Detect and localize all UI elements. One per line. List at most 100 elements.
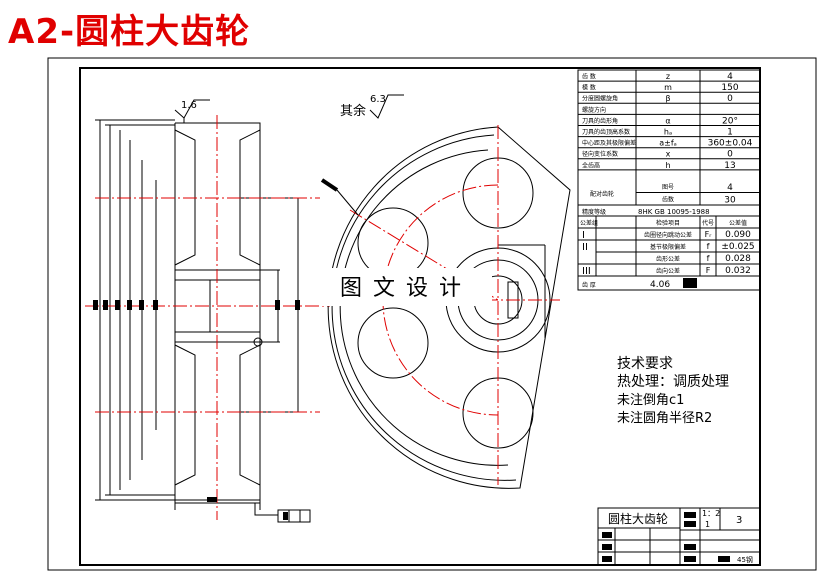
tb-sheet: 3 [736, 515, 742, 526]
tb-part-name: 圆柱大齿轮 [608, 511, 668, 526]
tol-value: 0.028 [725, 254, 751, 264]
bore [209, 279, 261, 333]
dim-marker [115, 300, 120, 310]
accuracy-label: 精度等级 [582, 208, 606, 216]
section-view [95, 99, 311, 523]
tol-item: 齿向公差 [656, 267, 680, 275]
param-symbol: m [664, 83, 672, 92]
param-name: 刀具的齿顶高系数 [582, 128, 630, 136]
param-value: 360±0.04 [708, 139, 753, 149]
tb-mark [602, 544, 612, 550]
param-value: 1 [727, 128, 733, 138]
left-web-lower [174, 344, 196, 486]
finish-general-label: 其余 [340, 103, 366, 119]
finish-value-top: 1.6 [181, 100, 197, 111]
param-symbol: z [666, 72, 670, 81]
dim-marker [127, 300, 132, 310]
finish-symbol-top [174, 99, 210, 119]
mating-gear-label: 配对齿轮 [590, 190, 614, 198]
param-value: 13 [724, 161, 735, 171]
tb-material: 45钢 [737, 555, 753, 564]
tol-header-value: 公差值 [729, 219, 747, 227]
param-symbol: hₐ [664, 128, 672, 137]
outer-frame [47, 57, 817, 571]
web-hole-3 [357, 307, 429, 379]
param-value: 0 [727, 94, 733, 104]
tb-mark [602, 532, 612, 538]
tb-mark [684, 544, 696, 550]
param-name: 刀具的齿形角 [582, 117, 618, 125]
tol-header-group: 公差组 [580, 219, 598, 227]
geometric-tolerance-box [277, 509, 311, 523]
param-name: 齿 数 [582, 73, 596, 81]
rim-outline [174, 122, 261, 501]
dim-marker [283, 512, 288, 520]
tb-qty: 1 [705, 520, 710, 529]
stamp-bg [322, 268, 492, 306]
gear-outer-arc [327, 126, 571, 489]
gear-root-arc [331, 134, 517, 481]
param-name: 分度圆螺旋角 [582, 95, 618, 103]
dim-marker [275, 300, 280, 310]
tooth-thickness-value: 4.06 [650, 280, 670, 290]
dim-marker [153, 300, 158, 310]
tol-code: f [707, 242, 710, 251]
tech-line-3: 未注圆角半径R2 [617, 411, 712, 426]
stamp-text: 图 文 设 计 [340, 276, 463, 301]
tol-group: III [582, 266, 591, 277]
tol-code: f [707, 254, 710, 263]
leader-geometric [254, 503, 278, 516]
param-table-border [577, 69, 761, 291]
tol-code: F [706, 266, 711, 275]
tol-group: I [582, 230, 585, 241]
finish-symbol-general [369, 94, 404, 119]
param-name: 螺旋方向 [582, 106, 606, 114]
right-web-lower [239, 344, 261, 486]
param-name: 径向变位系数 [582, 150, 618, 158]
rim-inner-arc [339, 149, 509, 466]
param-symbol: α [665, 116, 670, 125]
mating-row-value: 4 [727, 183, 733, 193]
param-name: 中心距及其极限偏差 [582, 139, 636, 147]
title-block [597, 507, 761, 566]
tb-mark [684, 512, 696, 518]
section-marker [320, 178, 339, 192]
param-value: 20° [722, 116, 738, 126]
param-value: 4 [727, 72, 733, 82]
param-symbol: a±fₐ [659, 139, 677, 148]
dim-markers [93, 300, 300, 520]
tol-header-code: 代号 [702, 219, 714, 227]
tol-item: 齿圈径向跳动公差 [644, 231, 692, 239]
tb-scale: 1：2 [702, 509, 720, 518]
param-value: 150 [721, 83, 738, 93]
tol-value: ±0.025 [721, 242, 754, 252]
tech-line-2: 未注倒角c1 [617, 393, 684, 408]
param-value: 0 [727, 150, 733, 160]
finish-general-value: 6.3 [370, 94, 386, 105]
tol-header-item: 检验项目 [656, 219, 680, 227]
title-block-marks [602, 512, 730, 562]
tech-line-1: 热处理：调质处理 [617, 374, 729, 390]
inner-frame [79, 67, 761, 566]
tb-mark [684, 556, 696, 562]
tech-heading: 技术要求 [617, 356, 673, 372]
section-leader [336, 189, 359, 216]
param-name: 全齿高 [582, 161, 600, 169]
tol-item: 齿形公差 [656, 255, 680, 263]
mating-row-value: 30 [724, 196, 736, 206]
param-symbol: x [666, 150, 671, 159]
tol-code: Fᵣ [705, 230, 713, 239]
tooth-thickness-label: 齿 厚 [582, 281, 596, 289]
dim-marker [139, 300, 144, 310]
dim-marker [207, 497, 217, 502]
tol-value: 0.032 [725, 266, 751, 276]
dim-marker [103, 300, 108, 310]
param-symbol: h [665, 161, 670, 170]
datum-circle [253, 337, 263, 347]
tol-item: 基节极限偏差 [650, 243, 686, 251]
dim-marker [295, 300, 300, 310]
mating-row-name: 齿数 [662, 196, 674, 204]
accuracy-value: 8HK GB 10095-1988 [638, 208, 710, 216]
